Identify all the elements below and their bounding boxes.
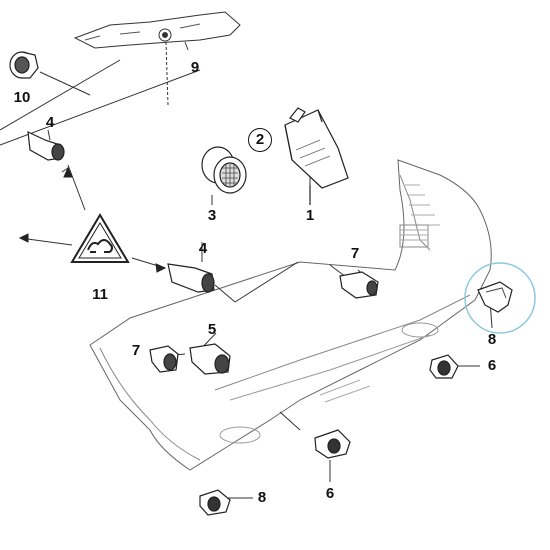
rear-bumper [89, 159, 492, 471]
sensor-7-left [149, 345, 179, 373]
callout-2: 2 [248, 128, 272, 152]
callout-6-right: 6 [487, 357, 497, 374]
sensor-4-mid [167, 263, 215, 293]
bezel-6-bottom [314, 429, 351, 459]
sensor-4-top [27, 131, 65, 161]
bracket-8-right [464, 262, 536, 334]
callout-6-bottom: 6 [325, 485, 335, 502]
sensor-10 [9, 51, 39, 79]
callout-11: 11 [92, 286, 108, 303]
leader-lines [0, 59, 493, 499]
warning-label-11 [70, 213, 130, 263]
callout-3: 3 [207, 207, 217, 224]
bezel-8-bottom [199, 489, 231, 516]
callout-9: 9 [190, 59, 200, 76]
callout-5: 5 [207, 321, 217, 338]
arrows [18, 166, 167, 273]
callout-7-left: 7 [131, 342, 141, 359]
bracket-9 [73, 11, 241, 106]
callout-1: 1 [305, 207, 315, 224]
callout-10: 10 [13, 89, 31, 106]
callout-8-right: 8 [487, 331, 497, 348]
callout-7-right: 7 [350, 245, 360, 262]
sensor-5 [189, 343, 231, 375]
callout-4-top: 4 [45, 114, 55, 131]
sensor-7-right [339, 271, 379, 299]
callout-4-mid: 4 [198, 240, 208, 257]
bezel-6-right [429, 354, 459, 379]
callout-8-bottom: 8 [257, 489, 267, 506]
connector-3 [201, 146, 247, 194]
control-module-1 [284, 107, 349, 205]
